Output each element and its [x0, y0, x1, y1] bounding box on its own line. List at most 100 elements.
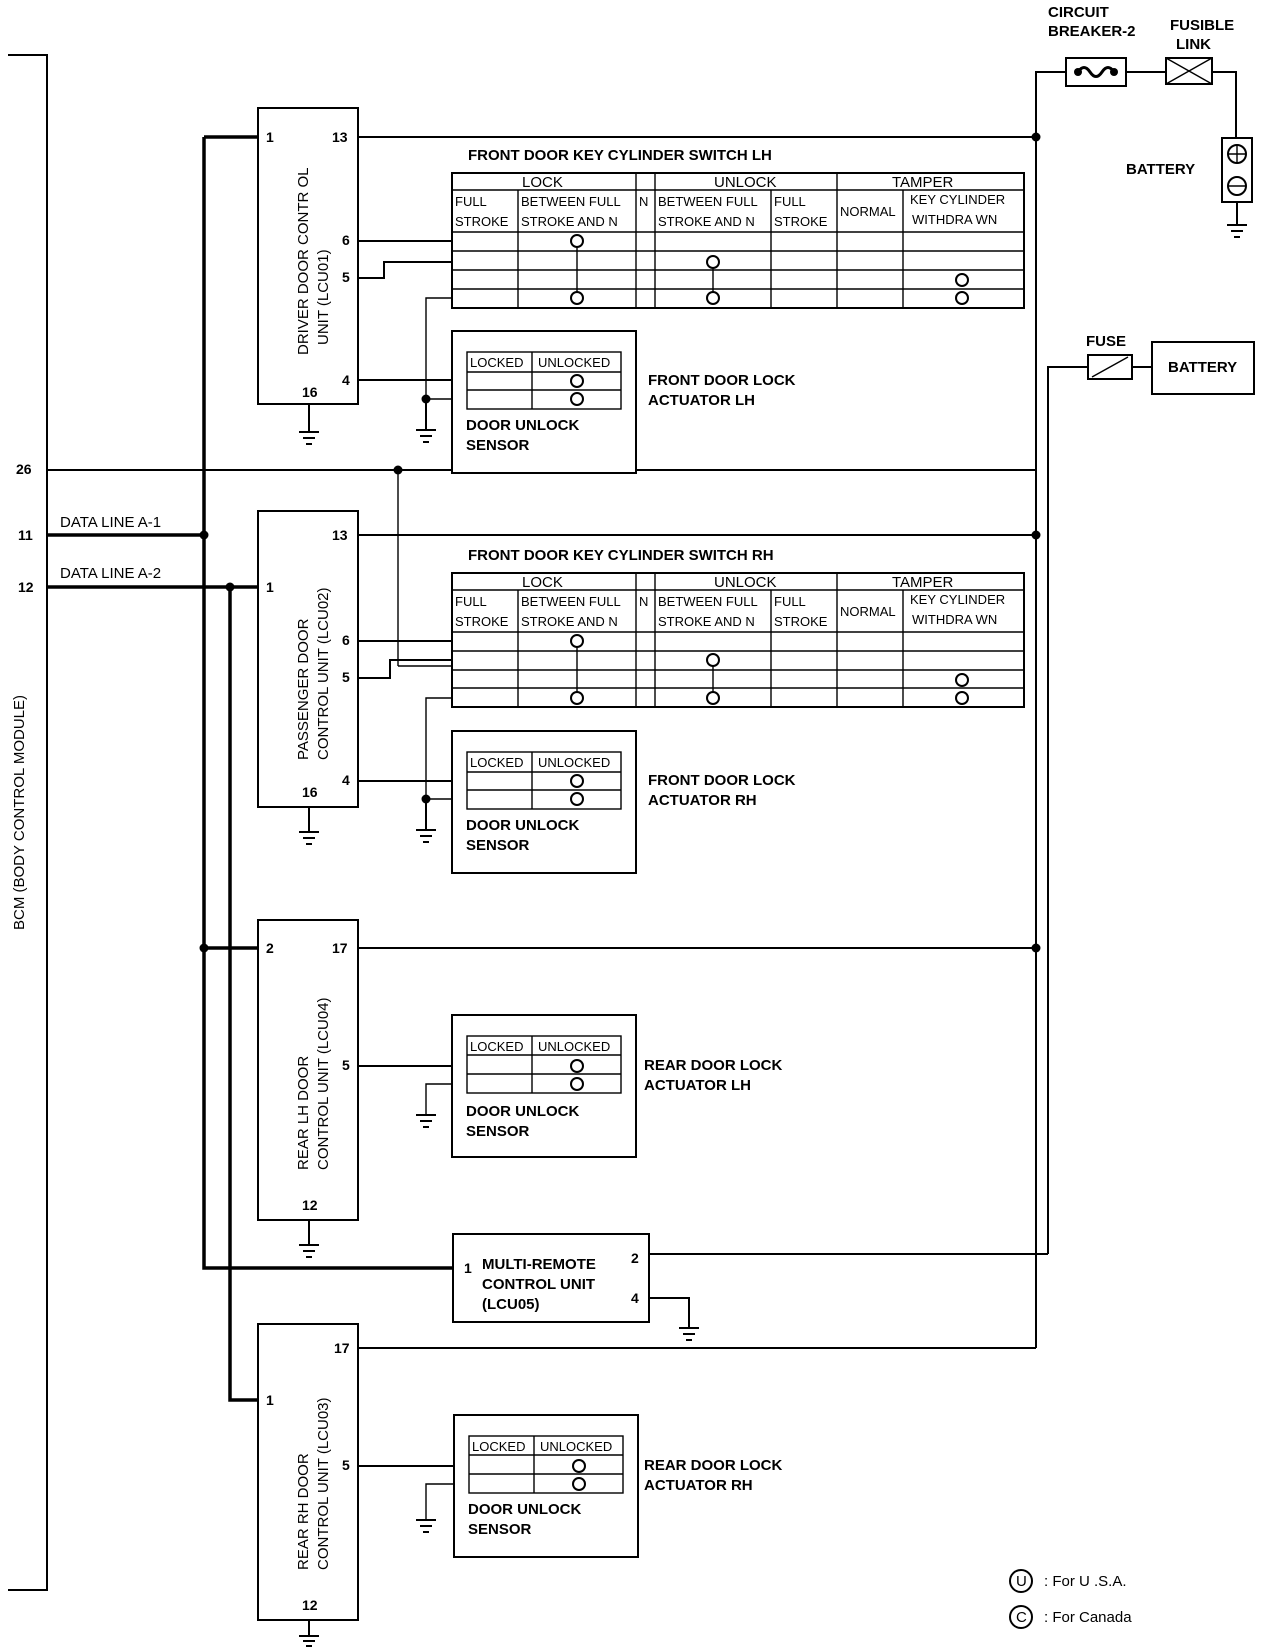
lcu03-pin-5: 5 [342, 1457, 350, 1473]
act-fl-unlocked: UNLOCKED [538, 355, 610, 370]
lcu02-pin-6: 6 [342, 632, 350, 648]
ks-rh-unlock: UNLOCK [714, 574, 777, 591]
lcu04-label-2: CONTROL UNIT (LCU04) [315, 997, 332, 1170]
key-cylinder-switch-lh: FRONT DOOR KEY CYLINDER SWITCH LH LOCK U… [451, 147, 1025, 309]
legend-c-text: : For Canada [1044, 1609, 1132, 1626]
act-fr-sensor-1: DOOR UNLOCK [466, 817, 579, 834]
lcu05-multi-remote-control-unit: MULTI-REMOTE CONTROL UNIT (LCU05) 1 2 4 [452, 1233, 699, 1341]
lcu02-pin-13: 13 [332, 527, 348, 543]
lcu01-pin-6: 6 [342, 232, 350, 248]
lcu03-label-2: CONTROL UNIT (LCU03) [315, 1397, 332, 1570]
ks-lh-n: N [639, 194, 648, 209]
act-fl-label-2: ACTUATOR LH [648, 392, 755, 409]
lcu03-pin-17: 17 [334, 1340, 350, 1356]
ks-lh-normal: NORMAL [840, 204, 896, 219]
ks-lh-between-4: STROKE AND N [658, 214, 755, 229]
lcu01-pin-1: 1 [266, 129, 274, 145]
battery-canada-label: BATTERY [1168, 359, 1237, 376]
act-rl-sensor-2: SENSOR [466, 1123, 530, 1140]
act-rr-label-2: ACTUATOR RH [644, 1477, 753, 1494]
legend-u-symbol: U [1016, 1573, 1027, 1590]
act-rl-sensor-1: DOOR UNLOCK [466, 1103, 579, 1120]
lcu02-passenger-door-unit: PASSENGER DOOR CONTROL UNIT (LCU02) 13 1… [257, 510, 467, 845]
data-line-a2: DATA LINE A-2 [47, 565, 258, 1402]
lcu02-pin-4: 4 [342, 772, 350, 788]
lcu04-pin-17: 17 [332, 940, 348, 956]
ks-rh-keycyl-1: KEY CYLINDER [910, 592, 1005, 607]
bcm-pin-26: 26 [16, 461, 32, 477]
lcu03-label-1: REAR RH DOOR [295, 1453, 312, 1570]
data-line-a2-label: DATA LINE A-2 [60, 565, 161, 582]
lcu05-pin-1: 1 [464, 1260, 472, 1276]
act-rl-unlocked: UNLOCKED [538, 1039, 610, 1054]
act-fl-sensor-1: DOOR UNLOCK [466, 417, 579, 434]
lcu05-label-2: CONTROL UNIT [482, 1276, 595, 1293]
lcu02-label-1: PASSENGER DOOR [295, 618, 312, 760]
ks-lh-full-2: FULL [774, 194, 806, 209]
lcu01-pin-5: 5 [342, 269, 350, 285]
ks-rh-n: N [639, 594, 648, 609]
fusible-link-label-1: FUSIBLE [1170, 17, 1234, 34]
supply-wire-cb [358, 132, 1041, 1349]
act-rr-sensor-2: SENSOR [468, 1521, 532, 1538]
act-rr-label-1: REAR DOOR LOCK [644, 1457, 783, 1474]
act-fr-locked: LOCKED [470, 755, 523, 770]
ks-lh-between-2: STROKE AND N [521, 214, 618, 229]
ks-lh-lock: LOCK [522, 174, 563, 191]
legend-u-text: : For U .S.A. [1044, 1573, 1127, 1590]
lcu01-driver-door-unit: DRIVER DOOR CONTR OL UNIT (LCU01) 1 13 6… [257, 107, 467, 445]
bcm-module: BCM (BODY CONTROL MODULE) 26 11 12 [8, 54, 48, 1591]
ks-rh-full-1: FULL [455, 594, 487, 609]
lcu02-pin-5: 5 [342, 669, 350, 685]
ks-rh-stroke-1: STROKE [455, 614, 509, 629]
act-fl-sensor-2: SENSOR [466, 437, 530, 454]
ks-lh-full-1: FULL [455, 194, 487, 209]
act-fl-label-1: FRONT DOOR LOCK [648, 372, 796, 389]
act-fr-sensor-2: SENSOR [466, 837, 530, 854]
lcu04-pin-2: 2 [266, 940, 274, 956]
lcu02-pin-1: 1 [266, 579, 274, 595]
act-fr-label-2: ACTUATOR RH [648, 792, 757, 809]
lcu05-pin-2: 2 [631, 1250, 639, 1266]
lcu04-pin-12: 12 [302, 1197, 318, 1213]
act-fl-locked: LOCKED [470, 355, 523, 370]
bcm-label: BCM (BODY CONTROL MODULE) [11, 695, 28, 930]
lcu03-rear-rh-door-unit: REAR RH DOOR CONTROL UNIT (LCU03) 17 1 5… [257, 1323, 467, 1647]
ks-rh-between-4: STROKE AND N [658, 614, 755, 629]
front-door-lock-actuator-lh: LOCKED UNLOCKED DOOR UNLOCK SENSOR FRONT… [451, 330, 796, 474]
lcu05-label-3: (LCU05) [482, 1296, 540, 1313]
ks-rh-full-2: FULL [774, 594, 806, 609]
rear-door-lock-actuator-rh: LOCKED UNLOCKED DOOR UNLOCK SENSOR REAR … [453, 1414, 783, 1558]
bcm-pin-11: 11 [18, 527, 33, 543]
circuit-breaker-label-2: BREAKER-2 [1048, 23, 1136, 40]
lcu05-label-1: MULTI-REMOTE [482, 1256, 596, 1273]
act-fr-label-1: FRONT DOOR LOCK [648, 772, 796, 789]
ks-lh-stroke-1: STROKE [455, 214, 509, 229]
ks-rh-stroke-2: STROKE [774, 614, 828, 629]
lcu01-label-2: UNIT (LCU01) [315, 249, 332, 345]
ks-rh-tamper: TAMPER [892, 574, 954, 591]
ks-lh-between-3: BETWEEN FULL [658, 194, 758, 209]
ks-rh-lock: LOCK [522, 574, 563, 591]
ks-lh-unlock: UNLOCK [714, 174, 777, 191]
ks-lh-stroke-2: STROKE [774, 214, 828, 229]
front-door-lock-actuator-rh: LOCKED UNLOCKED DOOR UNLOCK SENSOR FRONT… [451, 730, 796, 874]
legend: U : For U .S.A. C : For Canada [1009, 1569, 1132, 1629]
battery-top-label: BATTERY [1126, 161, 1195, 178]
act-rr-sensor-1: DOOR UNLOCK [468, 1501, 581, 1518]
key-cylinder-switch-rh: FRONT DOOR KEY CYLINDER SWITCH RH LOCK U… [451, 547, 1025, 708]
ks-rh-between-3: BETWEEN FULL [658, 594, 758, 609]
lcu01-pin-13: 13 [332, 129, 348, 145]
lcu01-pin-4: 4 [342, 372, 350, 388]
rear-door-lock-actuator-lh: LOCKED UNLOCKED DOOR UNLOCK SENSOR REAR … [451, 1014, 783, 1158]
act-rr-locked: LOCKED [472, 1439, 525, 1454]
lcu04-rear-lh-door-unit: REAR LH DOOR CONTROL UNIT (LCU04) 2 17 5… [257, 919, 467, 1258]
fuse-label: FUSE [1086, 333, 1126, 350]
lcu03-pin-12: 12 [302, 1597, 318, 1613]
key-switch-rh-title: FRONT DOOR KEY CYLINDER SWITCH RH [468, 547, 774, 564]
lcu04-pin-5: 5 [342, 1057, 350, 1073]
battery-canada [1151, 341, 1255, 395]
legend-c-symbol: C [1016, 1609, 1027, 1626]
data-line-a1-label: DATA LINE A-1 [60, 514, 161, 531]
